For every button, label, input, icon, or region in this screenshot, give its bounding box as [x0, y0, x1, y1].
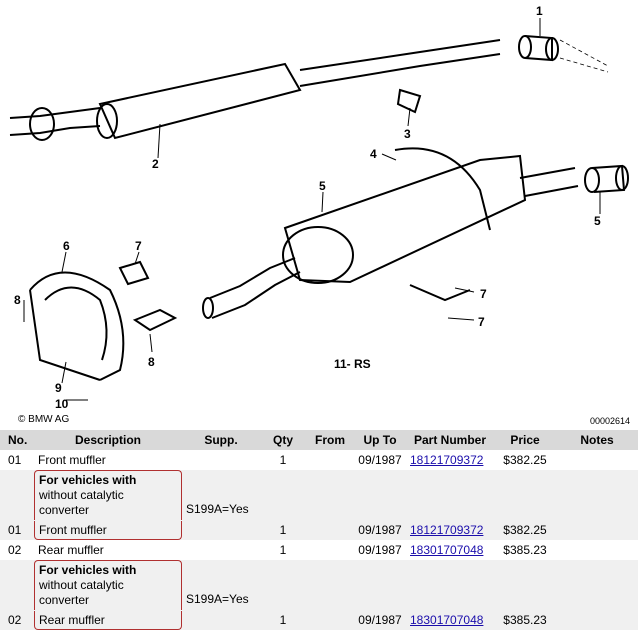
header-notes: Notes [556, 430, 638, 450]
note-text: without catalytic converter [39, 488, 124, 517]
row-qty: 1 [260, 540, 306, 560]
header-no: No. [0, 430, 34, 450]
row-no: 02 [0, 540, 34, 560]
row-price: $382.25 [494, 520, 556, 540]
row-from [306, 610, 354, 630]
callout-7b[interactable]: 8 [14, 293, 21, 307]
row-no: 02 [0, 610, 34, 630]
callout-5a[interactable]: 7 [480, 287, 487, 301]
row-price: $385.23 [494, 610, 556, 630]
callout-7a[interactable]: 7 [478, 315, 485, 329]
note-header: For vehicles with [39, 563, 137, 577]
row-notes [556, 610, 638, 630]
header-description: Description [34, 430, 182, 450]
row-from [306, 450, 354, 470]
row-qty: 1 [260, 520, 306, 540]
diagram-svg: 1 2 3 4 5 5 6 7 7 7 8 8 9 10 11- RS © BM… [9, 4, 630, 426]
callout-8a[interactable]: 3 [404, 127, 411, 141]
note-header: For vehicles with [39, 473, 137, 487]
copyright-text: © BMW AG [18, 414, 69, 425]
table-row: 01 Front muffler 1 09/1987 18121709372 $… [0, 520, 638, 540]
header-supp: Supp. [182, 430, 260, 450]
model-label: 11- RS [334, 357, 371, 371]
note-text: without catalytic converter [39, 578, 124, 607]
row-from [306, 540, 354, 560]
image-code: 00002614 [590, 416, 630, 426]
table-row: 01 Front muffler 1 09/1987 18121709372 $… [0, 450, 638, 470]
header-from: From [306, 430, 354, 450]
row-supp [182, 450, 260, 470]
header-part-number: Part Number [406, 430, 494, 450]
row-up-to: 09/1987 [354, 520, 406, 540]
row-supp [182, 540, 260, 560]
vehicle-note: For vehicles with without catalytic conv… [34, 560, 182, 610]
row-no: 01 [0, 520, 34, 540]
row-supp [182, 520, 260, 540]
callout-6[interactable]: 8 [148, 355, 155, 369]
callout-9[interactable]: 4 [370, 147, 377, 161]
row-description: Front muffler [34, 520, 182, 540]
callout-5b[interactable]: 9 [55, 381, 62, 395]
table-note-row: For vehicles with without catalytic conv… [0, 470, 638, 520]
row-description: Rear muffler [34, 540, 182, 560]
parts-table: No. Description Supp. Qty From Up To Par… [0, 430, 638, 630]
vehicle-note: For vehicles with without catalytic conv… [34, 470, 182, 520]
row-price: $385.23 [494, 540, 556, 560]
row-notes [556, 450, 638, 470]
row-qty: 1 [260, 610, 306, 630]
callout-4[interactable]: 6 [63, 239, 70, 253]
row-price: $382.25 [494, 450, 556, 470]
row-notes [556, 520, 638, 540]
row-from [306, 520, 354, 540]
row-description: Front muffler [34, 450, 182, 470]
row-up-to: 09/1987 [354, 610, 406, 630]
callout-8b[interactable]: 7 [135, 239, 142, 253]
row-qty: 1 [260, 450, 306, 470]
part-number-link[interactable]: 18301707048 [410, 543, 484, 557]
callout-3[interactable]: 1 [536, 4, 543, 18]
row-supp: S199A=Yes [182, 560, 260, 610]
callout-2[interactable]: 5 [319, 179, 326, 193]
row-supp: S199A=Yes [182, 470, 260, 520]
header-price: Price [494, 430, 556, 450]
exploded-parts-diagram: 1 2 3 4 5 5 6 7 7 7 8 8 9 10 11- RS © BM… [9, 4, 630, 426]
part-number-link[interactable]: 18121709372 [410, 523, 484, 537]
part-number-link[interactable]: 18121709372 [410, 453, 484, 467]
table-row: 02 Rear muffler 1 09/1987 18301707048 $3… [0, 540, 638, 560]
part-number-link[interactable]: 18301707048 [410, 613, 484, 627]
table-header-row: No. Description Supp. Qty From Up To Par… [0, 430, 638, 450]
header-up-to: Up To [354, 430, 406, 450]
callout-7c[interactable]: 10 [55, 397, 69, 411]
row-supp [182, 610, 260, 630]
header-qty: Qty [260, 430, 306, 450]
callout-1[interactable]: 2 [152, 157, 159, 171]
table-note-row: For vehicles with without catalytic conv… [0, 560, 638, 610]
row-up-to: 09/1987 [354, 450, 406, 470]
callout-10[interactable]: 5 [594, 214, 601, 228]
row-no: 01 [0, 450, 34, 470]
row-description: Rear muffler [34, 610, 182, 630]
row-notes [556, 540, 638, 560]
table-row: 02 Rear muffler 1 09/1987 18301707048 $3… [0, 610, 638, 630]
row-up-to: 09/1987 [354, 540, 406, 560]
